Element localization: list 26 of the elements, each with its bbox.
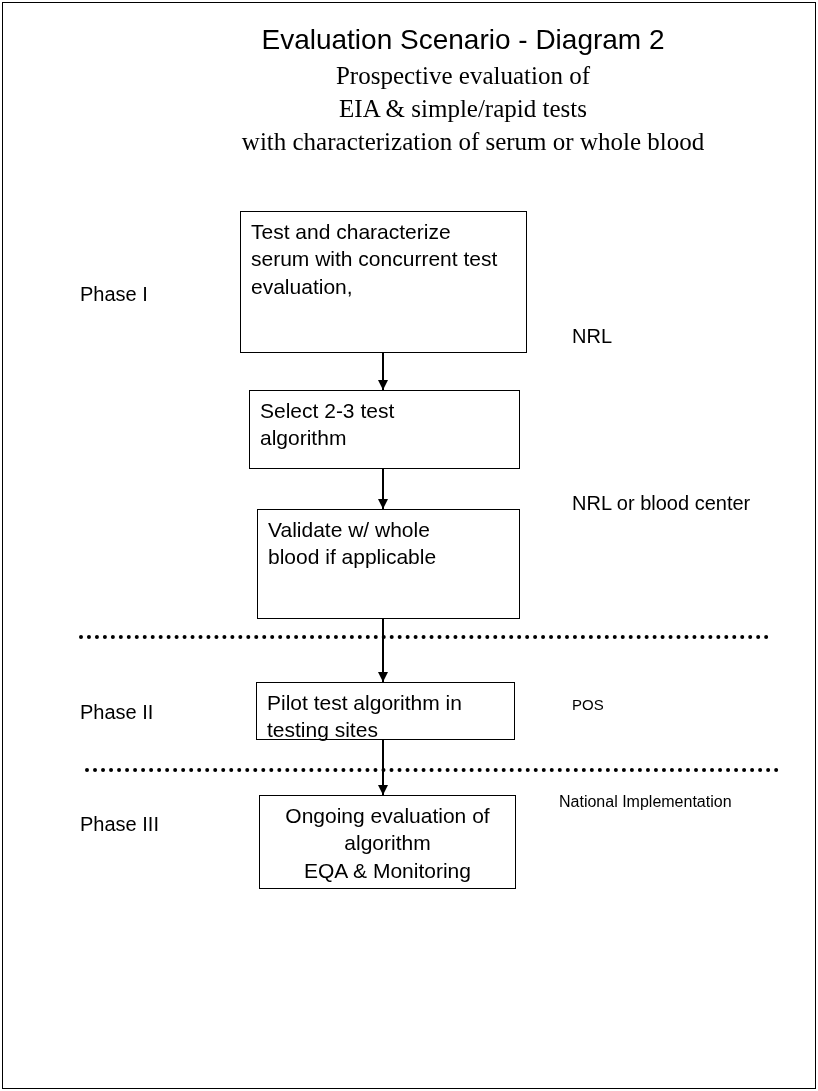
phase-label: Phase III [80,812,160,837]
process-box [259,795,516,889]
arrow [378,739,388,796]
box-text: Test and characterize serum with concurrent test evaluation, [251,219,499,300]
phase-label: Phase I [80,282,149,307]
diagram-title: Evaluation Scenario - Diagram 2 [260,23,666,57]
box-text: EQA & Monitoring [304,857,471,884]
process-box [257,509,520,619]
process-box [249,390,520,469]
box-text: Validate w/ whole blood if applicable [268,517,438,571]
phase-label: Phase II [80,700,155,725]
process-box [256,682,515,740]
arrow [378,468,388,510]
subtitle-line: EIA & simple/rapid tests [338,94,588,124]
box-text: Select 2-3 test algorithm [260,398,396,452]
process-box [240,211,527,353]
box-text: Pilot test algorithm in testing sites [267,690,463,744]
site-label: NRL or blood center [572,491,752,516]
subtitle-line: with characterization of serum or whole blood [240,127,706,157]
box-text: Ongoing evaluation of algorithm [284,803,491,857]
site-label: POS [572,696,605,715]
site-label: National Implementation [559,792,733,812]
arrow [378,618,388,683]
site-label: NRL [572,324,613,349]
arrow [378,352,388,391]
subtitle-line: Prospective evaluation of [334,61,592,91]
